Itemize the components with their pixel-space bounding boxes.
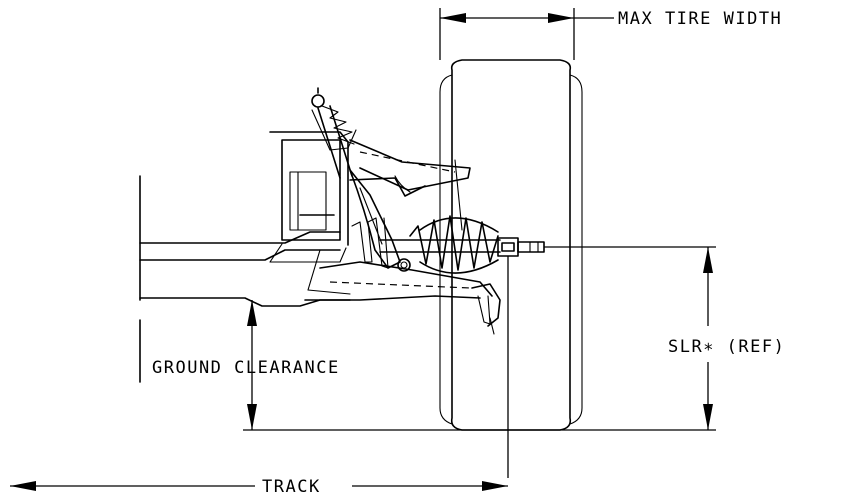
ground-clearance-label: GROUND CLEARANCE bbox=[152, 358, 340, 378]
track-dimension: TRACK bbox=[10, 477, 508, 494]
lower-control-arm bbox=[304, 258, 501, 335]
ground-clearance-dimension: GROUND CLEARANCE bbox=[152, 300, 340, 430]
shock-absorber bbox=[311, 87, 357, 179]
max-tire-width-dimension: MAX TIRE WIDTH bbox=[439, 8, 782, 60]
slr-ref-dimension: SLR∗ (REF) bbox=[668, 247, 785, 430]
slr-ref-label: SLR∗ (REF) bbox=[668, 337, 785, 357]
track-label: TRACK bbox=[262, 477, 321, 494]
upper-control-arm bbox=[349, 139, 471, 231]
frame-body bbox=[139, 131, 351, 383]
max-tire-width-label: MAX TIRE WIDTH bbox=[618, 9, 782, 29]
tire bbox=[439, 59, 583, 431]
